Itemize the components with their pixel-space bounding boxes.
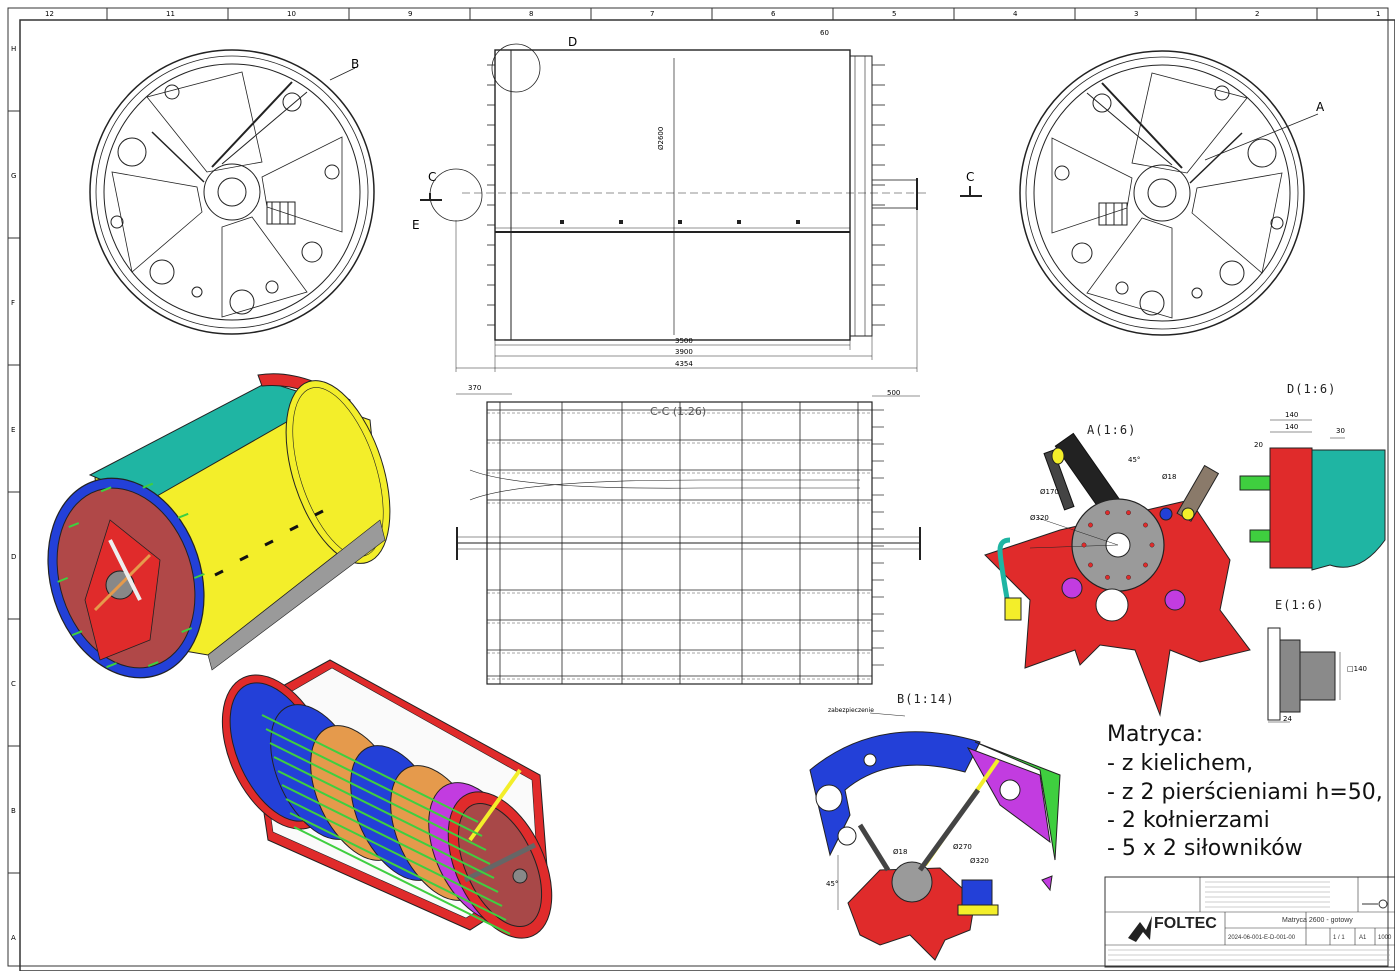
dim-d-140a: 140	[1285, 411, 1299, 419]
border-number: 12	[45, 10, 54, 18]
border-number: 8	[529, 10, 534, 18]
dim-e-140: □140	[1347, 665, 1367, 673]
callout-a: A	[1316, 100, 1325, 114]
border-letter: G	[11, 172, 17, 180]
notes-item-3: - 2 kołnierzami	[1107, 808, 1270, 833]
dim-d-140b: 140	[1285, 423, 1299, 431]
dim-e-24: 24	[1283, 715, 1292, 723]
sheet-frame	[7, 7, 1389, 967]
callout-c-right: C	[966, 170, 975, 184]
company-logo-text: FOLTEC	[1154, 915, 1217, 932]
tb-drawing-title: Matryca 2600 - gotowy	[1282, 917, 1353, 924]
dim-a-170: Ø170	[1040, 488, 1059, 496]
border-number: 4	[1013, 10, 1018, 18]
isometric-closed-cylinder	[47, 373, 391, 679]
tb-scale: 1000	[1378, 935, 1392, 941]
dim-3500: 3500	[675, 337, 693, 345]
border-number: 3	[1134, 10, 1139, 18]
section-view-grid	[469, 402, 884, 684]
dim-b-18: Ø18	[893, 848, 908, 856]
title-block	[1104, 876, 1395, 968]
border-letter: B	[11, 807, 16, 815]
detail-e-label: E(1:6)	[1275, 598, 1325, 612]
isometric-open-cylinder	[221, 659, 553, 939]
callout-e: E	[412, 218, 420, 232]
section-view	[456, 393, 921, 685]
dim-60: 60	[820, 29, 829, 37]
callout-b: B	[351, 57, 360, 71]
border-number: 7	[650, 10, 655, 18]
notes-title: Matryca:	[1107, 722, 1204, 747]
dim-a-320: Ø320	[1030, 514, 1049, 522]
dim-500: 500	[887, 389, 901, 397]
notes-item-1: - z kielichem,	[1107, 751, 1254, 776]
border-number: 1	[1376, 10, 1381, 18]
detail-b-note: zabezpieczenie	[828, 707, 874, 714]
detail-e-view	[1267, 627, 1341, 723]
border-number: 11	[166, 10, 175, 18]
border-letter: E	[11, 426, 16, 434]
border-ticks	[8, 8, 1318, 874]
border-letter: A	[11, 934, 16, 942]
notes-item-2: - z 2 pierścieniami h=50,	[1107, 780, 1383, 805]
detail-d-label: D(1:6)	[1287, 382, 1337, 396]
foltec-logo-icon	[1128, 916, 1152, 942]
tb-format: A1	[1359, 935, 1367, 941]
border-number: 9	[408, 10, 413, 18]
border-letter: F	[11, 299, 16, 307]
section-title: C-C (1:26)	[650, 405, 707, 418]
border-number: 10	[287, 10, 296, 18]
dim-4354: 4354	[675, 360, 693, 368]
side-view	[420, 43, 982, 372]
dim-d-20: 20	[1254, 441, 1263, 449]
detail-b-view	[809, 712, 1061, 961]
border-number: 2	[1255, 10, 1260, 18]
border-letter: D	[11, 553, 17, 561]
dim-diameter: Ø2600	[657, 126, 665, 150]
detail-a-label: A(1:6)	[1087, 423, 1137, 437]
detail-a-view	[984, 432, 1251, 717]
callout-c-left: C	[428, 170, 437, 184]
dim-b-270: Ø270	[953, 843, 972, 851]
border-letter: H	[11, 45, 17, 53]
detail-b-label: B(1:14)	[897, 692, 955, 706]
dim-a-45: 45°	[1128, 456, 1141, 464]
callout-d: D	[568, 35, 578, 49]
tb-sheet: 1 / 1	[1333, 935, 1345, 941]
side-view-fasteners	[487, 64, 885, 326]
front-end-view-right	[1019, 50, 1305, 336]
dim-b-320: Ø320	[970, 857, 989, 865]
dim-d-30: 30	[1336, 427, 1345, 435]
dim-a-18: Ø18	[1162, 473, 1177, 481]
front-end-view-left	[89, 49, 375, 335]
detail-d-view	[1239, 419, 1386, 571]
tb-drawing-number: 2024-06-001-E-D-001-00	[1228, 935, 1296, 941]
dim-b-45: 45°	[826, 880, 839, 888]
dim-370: 370	[468, 384, 482, 392]
border-letter: C	[11, 680, 16, 688]
dim-3900: 3900	[675, 348, 693, 356]
notes-item-4: - 5 x 2 siłowników	[1107, 836, 1303, 861]
border-number: 6	[771, 10, 776, 18]
border-number: 5	[892, 10, 897, 18]
